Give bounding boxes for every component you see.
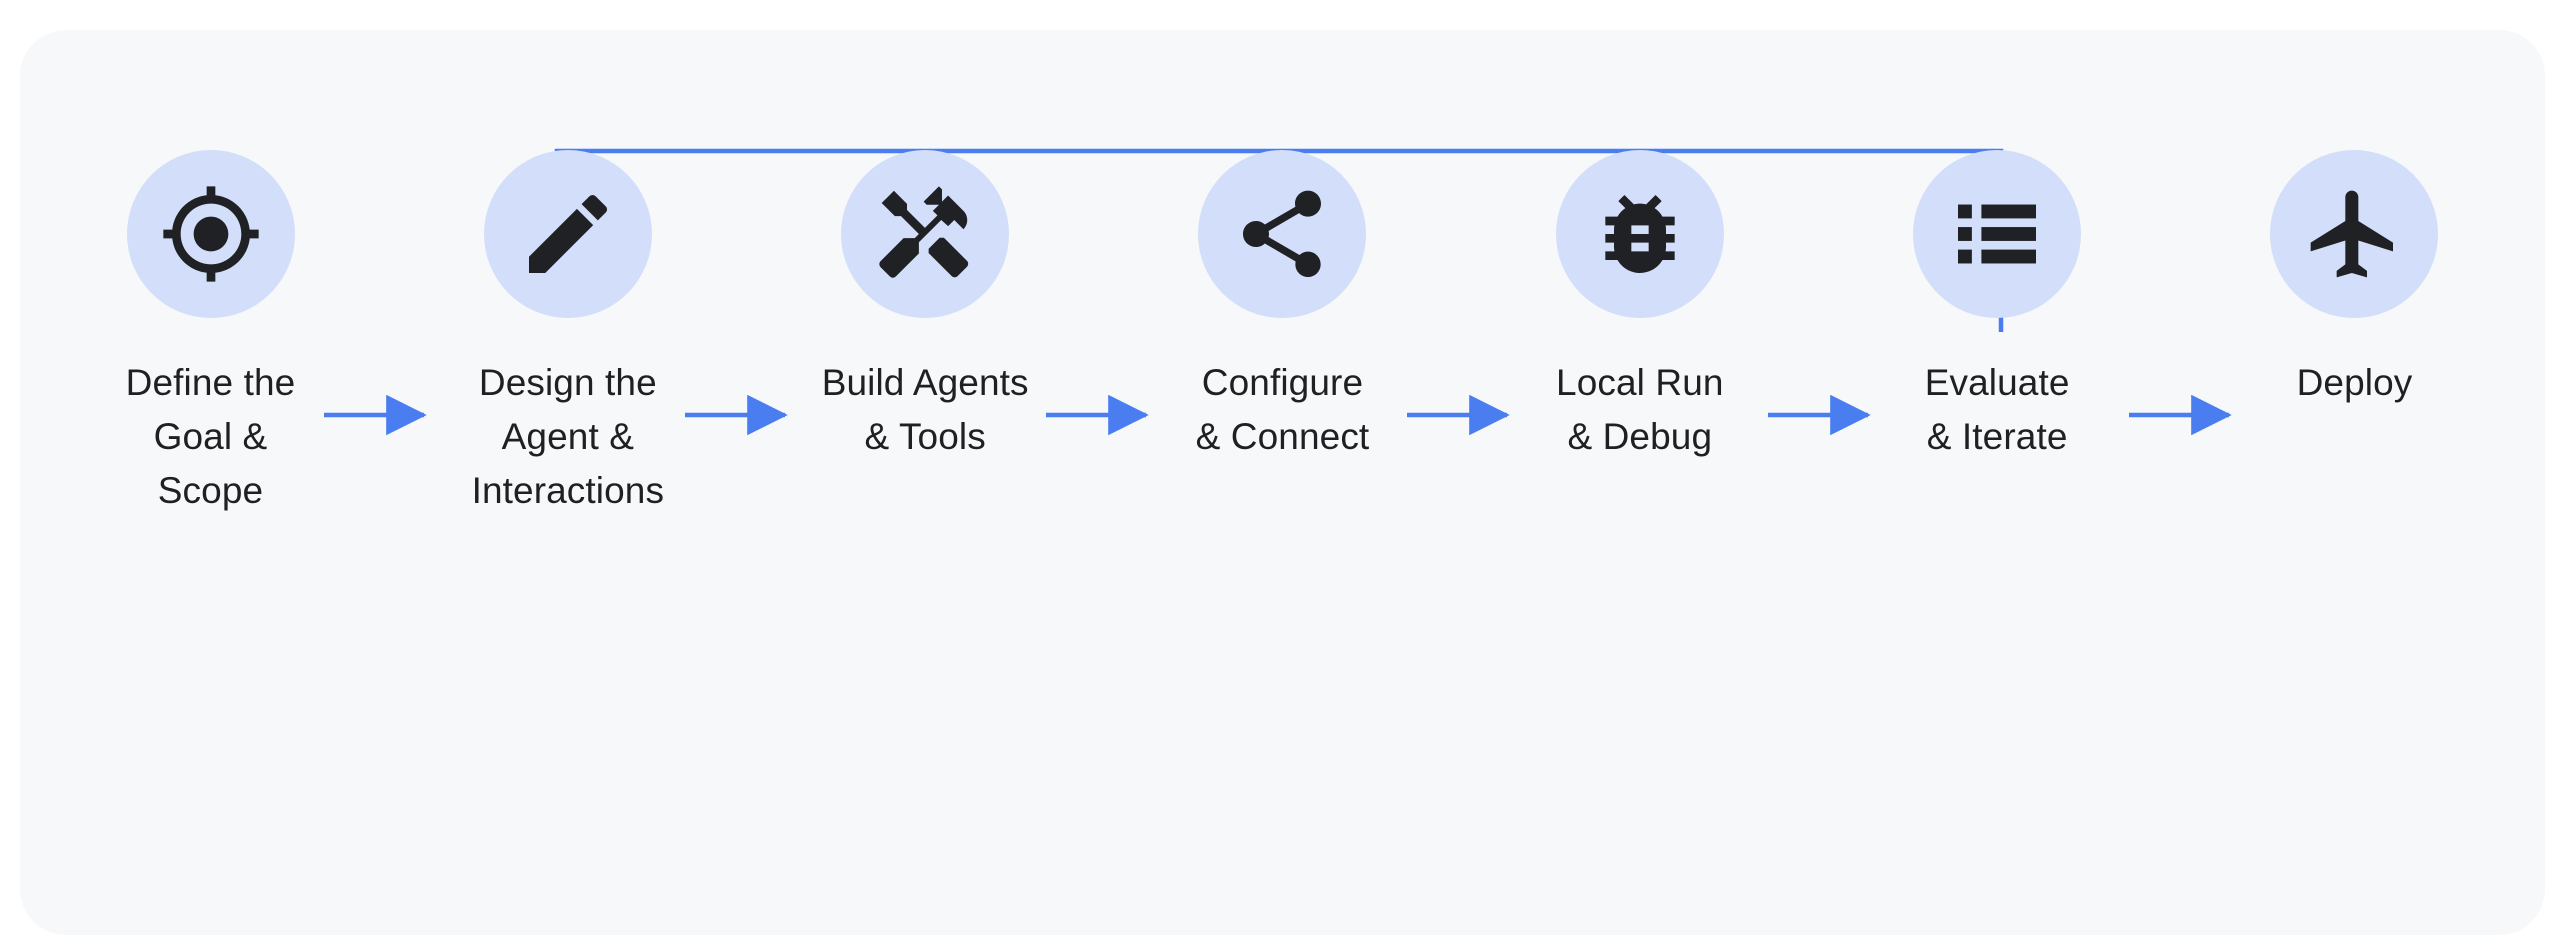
step-label: Evaluate & Iterate <box>1924 362 2070 457</box>
pencil-edit-icon <box>516 182 620 286</box>
step-local-run-debug[interactable]: Local Run & Debug <box>1467 30 1812 464</box>
target-crosshair-icon <box>159 182 263 286</box>
step-evaluate-iterate[interactable]: Evaluate & Iterate <box>1825 30 2170 464</box>
step-label: Deploy <box>2296 362 2413 403</box>
airplane-flight-icon <box>2302 182 2406 286</box>
step-deploy[interactable]: Deploy <box>2182 30 2527 410</box>
step-label: Define the Goal & Scope <box>125 362 296 511</box>
step-define-goal-scope[interactable]: Define the Goal & Scope <box>38 30 383 518</box>
checklist-list-icon <box>1945 182 2049 286</box>
step-build-agents-tools[interactable]: Build Agents & Tools <box>753 30 1098 464</box>
bug-report-icon <box>1588 182 1692 286</box>
step-label: Local Run & Debug <box>1556 362 1724 457</box>
step-icon-badge <box>2270 150 2439 318</box>
step-configure-connect[interactable]: Configure & Connect <box>1110 30 1455 464</box>
step-icon-badge <box>1913 150 2082 318</box>
step-label: Configure & Connect <box>1195 362 1370 457</box>
step-icon-badge <box>841 150 1010 318</box>
process-steps: Define the Goal & Scope Design the Agent… <box>20 30 2545 935</box>
step-icon-badge <box>126 150 295 318</box>
step-label: Build Agents & Tools <box>821 362 1029 457</box>
step-icon-badge <box>1555 150 1724 318</box>
step-label: Design the Agent & Interactions <box>471 362 665 511</box>
step-icon-badge <box>1198 150 1367 318</box>
hammer-wrench-tools-icon <box>873 182 977 286</box>
step-design-agent[interactable]: Design the Agent & Interactions <box>395 30 740 518</box>
share-nodes-icon <box>1230 182 1334 286</box>
step-icon-badge <box>483 150 652 318</box>
